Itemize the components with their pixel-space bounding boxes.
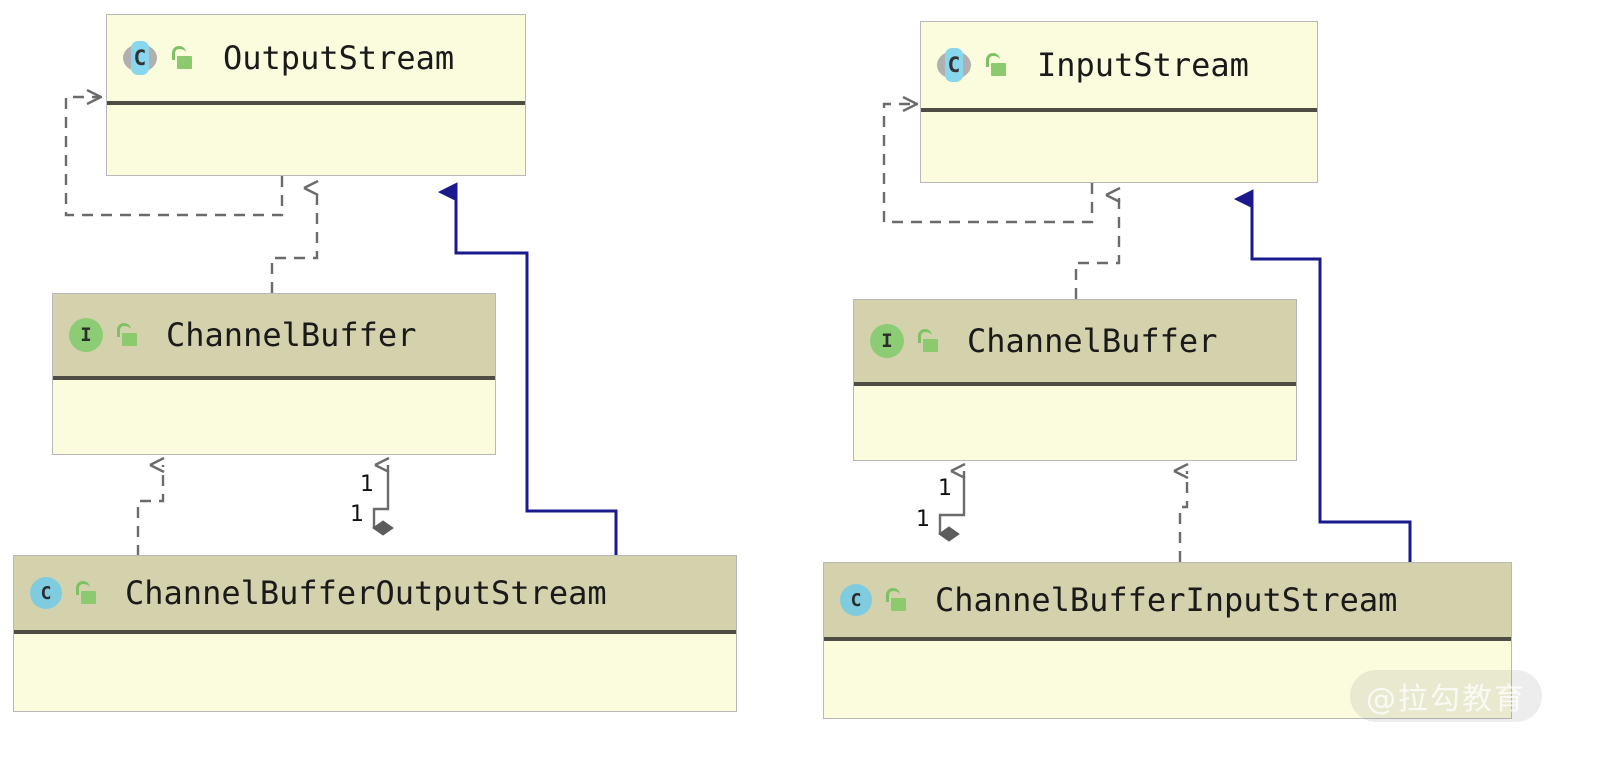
class-box-outputstream[interactable]: C OutputStream [106,14,526,176]
unlocked-padlock-icon [116,323,138,347]
class-header-channelbuffer-left: I ChannelBuffer [53,294,495,380]
multiplicity-right-near: 1 [938,476,952,501]
class-name-channelbuffer-left: ChannelBuffer [166,316,417,354]
class-header-outputstream: C OutputStream [107,15,525,105]
abstract-class-icon: C [937,48,971,82]
class-members-channelbufferoutputstream [14,634,736,709]
relation-aggregation-cbos-channelbuffer [374,465,388,528]
class-members-outputstream [107,105,525,173]
unlocked-padlock-icon [885,588,907,612]
class-box-channelbufferoutputstream[interactable]: C ChannelBufferOutputStream [13,555,737,712]
class-header-channelbufferoutputstream: C ChannelBufferOutputStream [14,556,736,634]
relation-realization-channelbuffer-outputstream [270,188,317,293]
relation-realization-cbos-channelbuffer [136,465,163,556]
class-name-inputstream: InputStream [1037,46,1249,84]
abstract-class-icon: C [123,41,157,75]
interface-icon: I [69,318,103,352]
class-name-channelbufferoutputstream: ChannelBufferOutputStream [125,574,607,612]
relation-generalization-cbos-outputstream [456,192,618,556]
class-header-channelbufferinputstream: C ChannelBufferInputStream [824,563,1511,641]
multiplicity-left-near: 1 [360,472,374,497]
relation-realization-cbis-channelbuffer [1180,471,1187,562]
class-name-outputstream: OutputStream [223,39,455,77]
relation-realization-channelbufferR-inputstream [1074,195,1119,299]
class-box-channelbuffer-left[interactable]: I ChannelBuffer [52,293,496,455]
class-icon: C [840,584,872,616]
unlocked-padlock-icon [171,46,193,70]
relation-generalization-cbis-inputstream [1252,199,1412,563]
unlocked-padlock-icon [917,329,939,353]
class-members-channelbuffer-left [53,380,495,452]
class-name-channelbufferinputstream: ChannelBufferInputStream [935,581,1398,619]
relation-aggregation-cbis-channelbuffer [940,471,964,534]
relation-dependency-inputstream-self [882,104,1094,224]
multiplicity-left-far: 1 [350,502,364,527]
relation-dependency-outputstream-self [64,97,284,217]
watermark: @拉勾教育 [1350,670,1542,722]
class-box-inputstream[interactable]: C InputStream [920,21,1318,183]
unlocked-padlock-icon [75,581,97,605]
class-icon: C [30,577,62,609]
unlocked-padlock-icon [985,53,1007,77]
class-header-inputstream: C InputStream [921,22,1317,112]
class-members-inputstream [921,112,1317,180]
class-members-channelbuffer-right [854,386,1296,458]
class-header-channelbuffer-right: I ChannelBuffer [854,300,1296,386]
class-box-channelbufferinputstream[interactable]: C ChannelBufferInputStream [823,562,1512,719]
interface-icon: I [870,324,904,358]
class-box-channelbuffer-right[interactable]: I ChannelBuffer [853,299,1297,461]
class-name-channelbuffer-right: ChannelBuffer [967,322,1218,360]
multiplicity-right-far: 1 [916,507,930,532]
class-members-channelbufferinputstream [824,641,1511,716]
